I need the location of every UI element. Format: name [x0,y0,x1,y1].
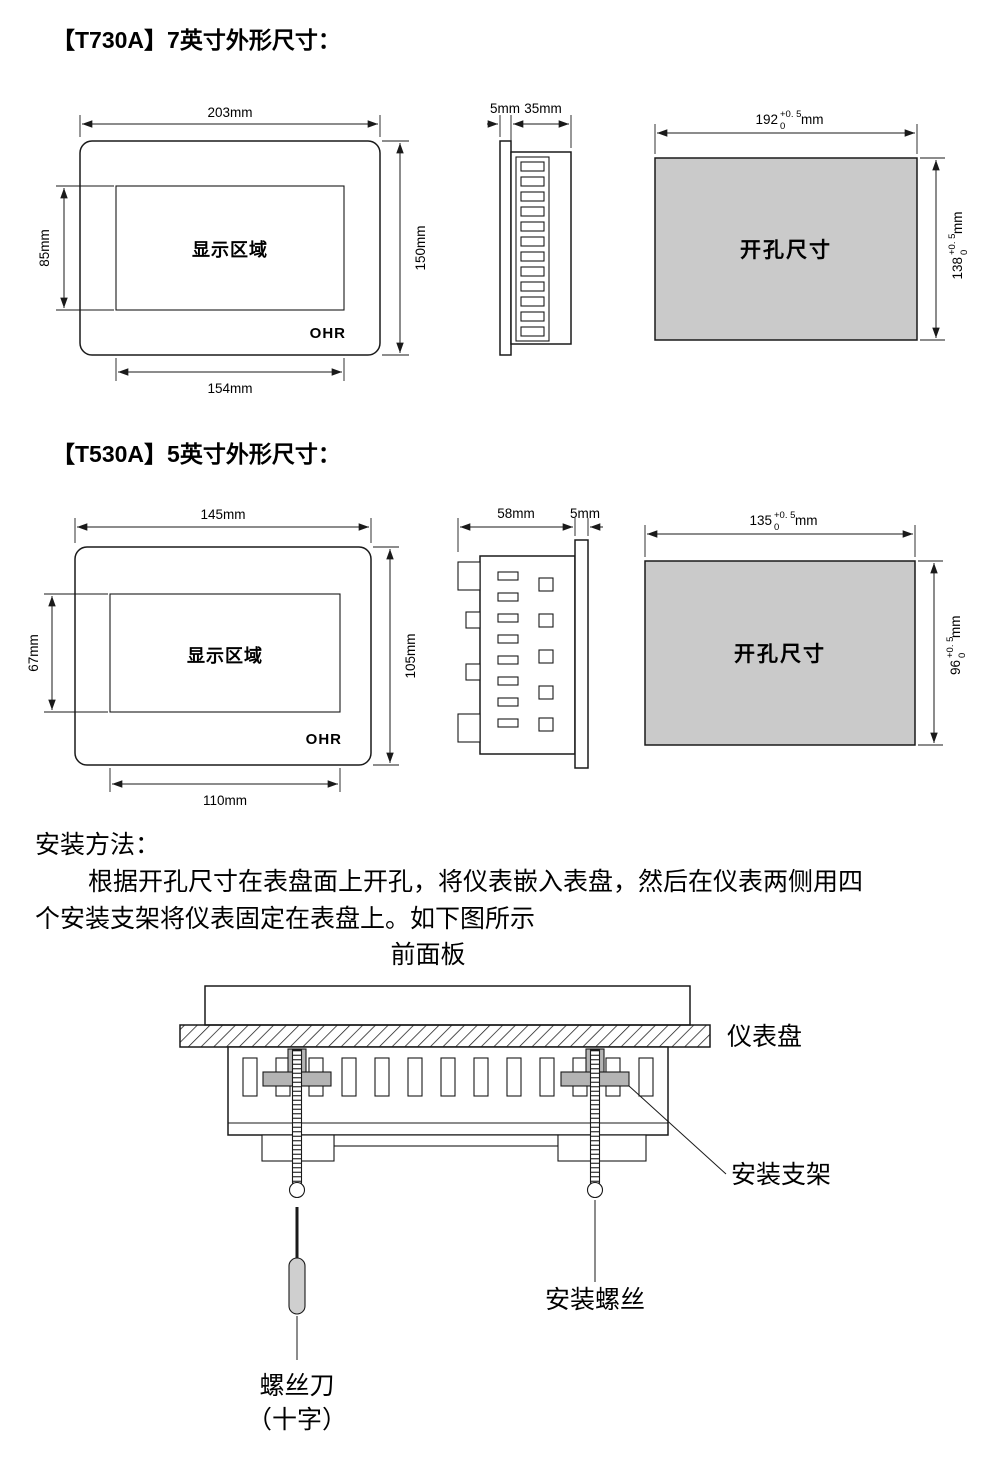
svg-text:mm: mm [801,112,824,127]
t730a-side-dims: 5mm 35mm [487,101,572,148]
installation-diagram: 仪表盘 [179,985,831,1434]
t730a-side-flange [499,140,512,356]
t530a-terminal-bars [497,571,519,728]
t730a-cutout-dim-height: 138 +0. 5 0 mm [920,157,970,341]
t730a-front-view: 显示区域 OHR 203mm 85mm 150mm 154mm [37,105,428,396]
svg-text:0: 0 [774,522,779,533]
install-paragraph-line2: 个安装支架将仪表固定在表盘上。如下图所示 [35,905,535,933]
screw-head-right [586,1181,604,1199]
t730a-display-area [115,185,345,311]
svg-text:+0. 5: +0. 5 [945,637,956,658]
t730a-cutout-rect [654,157,918,341]
front-panel [204,985,691,1026]
t530a-dim-display-height: 67mm [26,593,108,713]
svg-text:110mm: 110mm [203,793,247,808]
screwdriver-label-line1: 螺丝刀 [259,1372,334,1400]
t730a-terminal-bars [520,161,545,337]
t530a-front-view: 显示区域 OHR 145mm 67mm 105mm 110mm [26,507,418,808]
svg-text:0: 0 [780,121,785,132]
t730a-cutout-view: 开孔尺寸 192 +0. 5 0 mm 138 +0. 5 0 mm [654,109,970,341]
instrument-panel-hatched [179,1024,711,1048]
bracket-leader-line [628,1085,727,1175]
svg-text:150mm: 150mm [413,225,428,270]
t730a-cutout-dim-width: 192 +0. 5 0 mm [654,109,918,154]
t530a-title: 【T530A】5英寸外形尺寸： [52,441,341,467]
t530a-display-area [109,593,341,713]
t530a-dim-height: 105mm [373,546,418,766]
mounting-screw-right [586,1049,604,1199]
t530a-display-label: 显示区域 [187,645,263,666]
svg-text:0: 0 [959,250,970,255]
t730a-cutout-label: 开孔尺寸 [740,238,832,262]
t530a-side-dims: 58mm 5mm [457,506,603,552]
svg-text:35mm: 35mm [524,101,562,116]
svg-text:0: 0 [957,653,968,658]
svg-text:5mm: 5mm [490,101,520,116]
t530a-side-view: 58mm 5mm [457,506,603,769]
install-paragraph-line1: 根据开孔尺寸在表盘面上开孔，将仪表嵌入表盘，然后在仪表两侧用四 [88,868,863,896]
t530a-cutout-dim-width: 135 +0. 5 0 mm [644,510,916,557]
svg-text:mm: mm [950,212,965,235]
front-panel-label: 前面板 [390,941,465,969]
svg-text:105mm: 105mm [403,633,418,678]
t730a-display-label: 显示区域 [192,239,268,260]
svg-text:+0. 5: +0. 5 [780,109,801,120]
svg-text:96: 96 [948,660,963,675]
svg-text:203mm: 203mm [207,105,252,120]
screwdriver [288,1207,306,1360]
mounting-screw-label: 安装螺丝 [545,1286,645,1314]
svg-text:mm: mm [795,513,818,528]
t530a-dim-display-width: 110mm [109,768,341,808]
t530a-side-flange [574,539,589,769]
meter-right-foot [557,1134,647,1162]
t530a-cutout-label: 开孔尺寸 [734,642,826,666]
t530a-connector-tabs [457,561,481,743]
svg-text:67mm: 67mm [26,634,41,672]
svg-text:138: 138 [950,257,965,280]
svg-text:mm: mm [948,616,963,639]
t730a-dim-height: 150mm [382,140,428,356]
instrument-panel-label: 仪表盘 [727,1023,802,1051]
t530a-terminal-squares [538,577,554,732]
svg-text:5mm: 5mm [570,506,600,521]
svg-text:135: 135 [749,513,772,528]
t530a-cutout-rect [644,560,916,746]
meter-bottom-tray [333,1134,559,1147]
t530a-cutout-dim-height: 96 +0. 5 0 mm [918,560,968,746]
svg-text:85mm: 85mm [37,229,52,267]
t730a-terminal-strip [515,156,550,342]
mounting-screw-left [288,1049,306,1199]
t530a-side-body [479,555,576,755]
svg-text:154mm: 154mm [207,381,252,396]
t730a-dim-display-height: 85mm [37,185,114,311]
screwdriver-handle [288,1257,306,1315]
mounting-bracket-label: 安装支架 [731,1161,831,1189]
svg-text:192: 192 [755,112,778,127]
t730a-brand-logo: OHR [310,325,346,342]
svg-text:145mm: 145mm [200,507,245,522]
t530a-cutout-view: 开孔尺寸 135 +0. 5 0 mm 96 +0. 5 0 mm [644,510,968,746]
install-heading: 安装方法： [35,831,160,859]
screw-head-left [288,1181,306,1199]
svg-text:58mm: 58mm [497,506,535,521]
t730a-dim-width: 203mm [79,105,381,137]
screwdriver-label-line2: （十字） [247,1406,347,1434]
svg-text:+0. 5: +0. 5 [774,510,795,521]
t730a-side-view: 5mm 35mm [487,101,572,356]
installation-section: 安装方法： 根据开孔尺寸在表盘面上开孔，将仪表嵌入表盘，然后在仪表两侧用四 个安… [35,831,863,1434]
t530a-dim-width: 145mm [74,507,372,543]
t730a-dim-display-width: 154mm [115,358,345,396]
svg-text:+0. 5: +0. 5 [947,234,958,255]
t530a-brand-logo: OHR [306,731,342,748]
t730a-title: 【T730A】7英寸外形尺寸： [52,27,341,53]
